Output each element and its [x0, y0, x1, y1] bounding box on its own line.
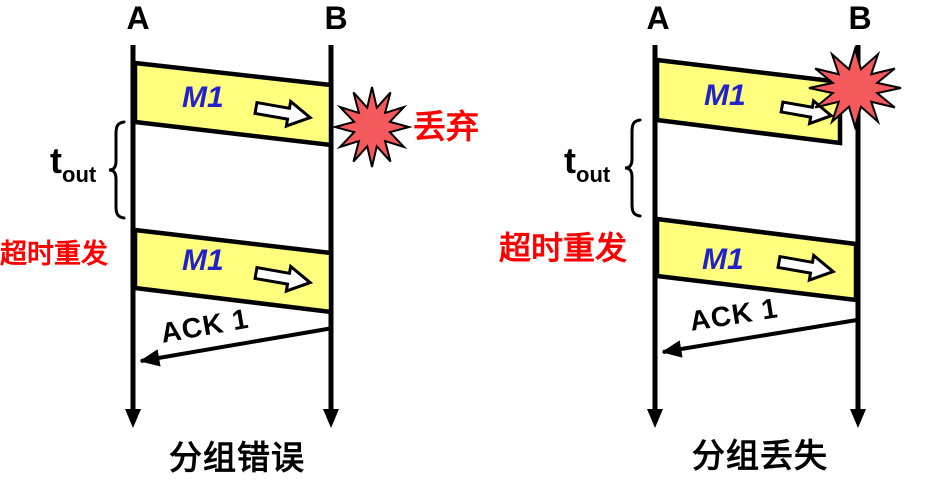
panel-caption-left: 分组错误 — [169, 439, 305, 476]
timeout-label-right: tout — [564, 140, 610, 186]
timeout-subscript: out — [576, 162, 611, 187]
host-b-label-left: B — [324, 0, 348, 36]
panel-caption-right: 分组丢失 — [692, 437, 828, 474]
packet-label-m1-right-retransmit: M1 — [702, 243, 744, 276]
retransmit-label-right: 超时重发 — [499, 230, 628, 266]
discard-label: 丢弃 — [413, 108, 479, 145]
packet-label-m1-left-first: M1 — [182, 81, 224, 114]
timeout-symbol: t — [564, 140, 576, 181]
packet-m1-left-first — [132, 60, 334, 148]
packet-m1-right-first — [654, 57, 843, 146]
packet-m1-right-retransmit — [654, 216, 859, 303]
transmit-arrow-icon — [776, 252, 837, 283]
host-a-label-right: A — [646, 0, 670, 36]
explosion-burst-icon-left — [331, 86, 413, 168]
transmit-arrow-icon — [253, 263, 314, 294]
timeline-arrowhead — [323, 409, 339, 428]
timeline-arrowhead — [647, 409, 663, 428]
packet-label-m1-left-retransmit: M1 — [182, 244, 224, 277]
timeout-symbol: t — [50, 140, 62, 181]
packet-label-m1-right-first: M1 — [704, 79, 746, 112]
timeline-arrowhead — [125, 409, 141, 428]
explosion-burst-icon-right — [808, 45, 902, 131]
timeline-arrowhead — [850, 409, 866, 428]
ack-arrow-right — [661, 318, 858, 358]
retransmit-label-left: 超时重发 — [0, 239, 108, 269]
host-b-label-right: B — [848, 0, 872, 36]
ack-arrow-left — [139, 326, 334, 367]
host-a-label-left: A — [126, 0, 150, 36]
timeout-subscript: out — [62, 162, 97, 187]
packet-m1-left-retransmit — [132, 227, 334, 315]
timeout-brace-right — [624, 118, 642, 218]
timeout-brace-left — [108, 120, 126, 220]
timeout-label-left: tout — [50, 140, 96, 186]
transmit-arrow-icon — [253, 98, 314, 129]
